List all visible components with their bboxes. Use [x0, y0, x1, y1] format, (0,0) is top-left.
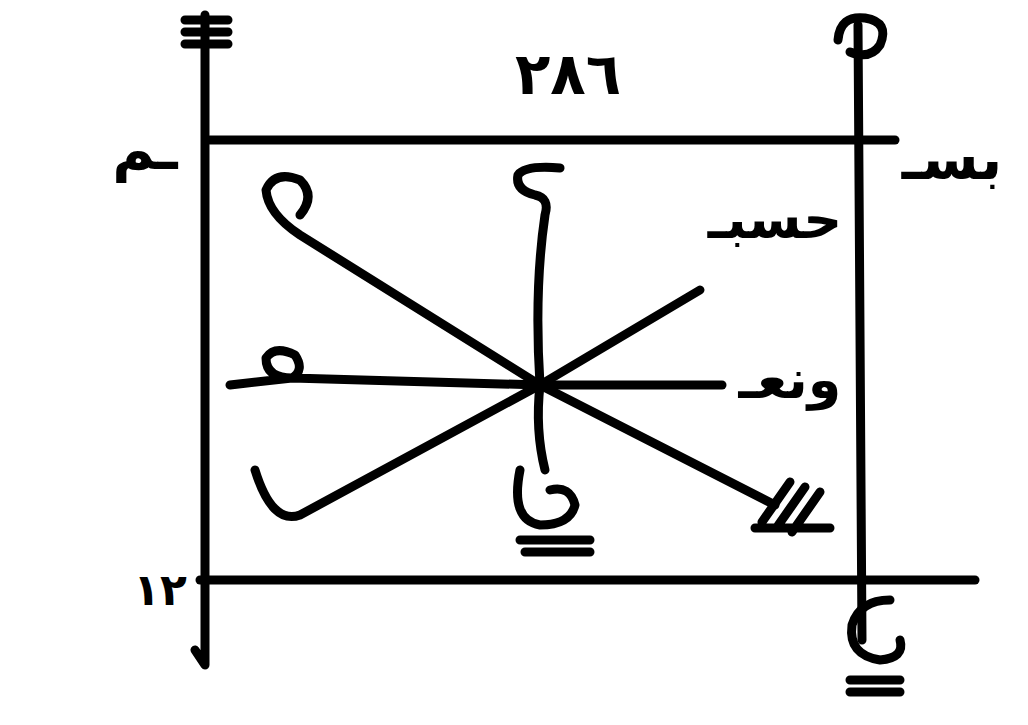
inscription: ـم	[110, 118, 179, 182]
spoke	[540, 290, 700, 385]
frame-line	[195, 15, 205, 665]
inscription: بسـ	[900, 128, 1005, 192]
frame-line	[210, 136, 895, 145]
inscription: حسبـ	[706, 190, 844, 249]
frame-line	[200, 576, 975, 585]
corner-mark	[850, 600, 901, 692]
number-label: ٢٨٦	[513, 43, 623, 107]
spoke	[538, 385, 545, 470]
glyph	[755, 482, 830, 532]
inscription: ونعـ	[737, 350, 844, 409]
inscription: ١٢	[131, 566, 189, 614]
spoke	[266, 177, 540, 385]
spoke	[255, 385, 540, 517]
glyph	[518, 470, 591, 552]
corner-mark	[185, 20, 228, 44]
spoke	[540, 381, 722, 390]
frame-line	[858, 25, 862, 640]
corner-mark	[838, 18, 883, 55]
spoke	[230, 351, 540, 385]
spoke	[518, 167, 560, 385]
